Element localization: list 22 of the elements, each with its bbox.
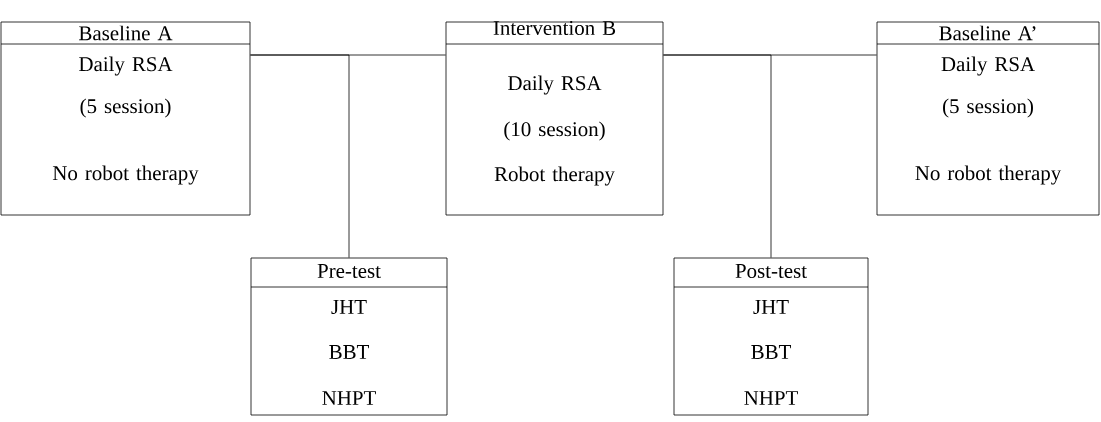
body-text: JHT [331,300,367,314]
body-text: (5 session) [80,98,171,118]
body-text: NHPT [744,391,798,405]
header-text: Baseline A [79,25,173,41]
body-text: Daily RSA [941,56,1035,76]
body-text: No robot therapy [52,165,199,185]
body-text: Daily RSA [79,56,173,76]
header-text: Post-test [735,264,807,278]
body-text: JHT [753,300,789,314]
connector-line [663,54,772,258]
body-text: BBT [751,345,791,359]
body-text: NHPT [322,391,376,405]
body-text: Robot therapy [494,166,615,186]
header-text: Pre-test [317,264,381,278]
body-text: Daily RSA [508,75,602,95]
body-text: No robot therapy [915,165,1062,185]
header-text: Baseline A’ [939,25,1036,41]
body-text: (5 session) [943,98,1033,118]
body-text: (10 session) [504,121,605,141]
body-text: BBT [329,345,369,359]
header-text: Intervention B [493,20,616,36]
connector-line [250,54,350,258]
